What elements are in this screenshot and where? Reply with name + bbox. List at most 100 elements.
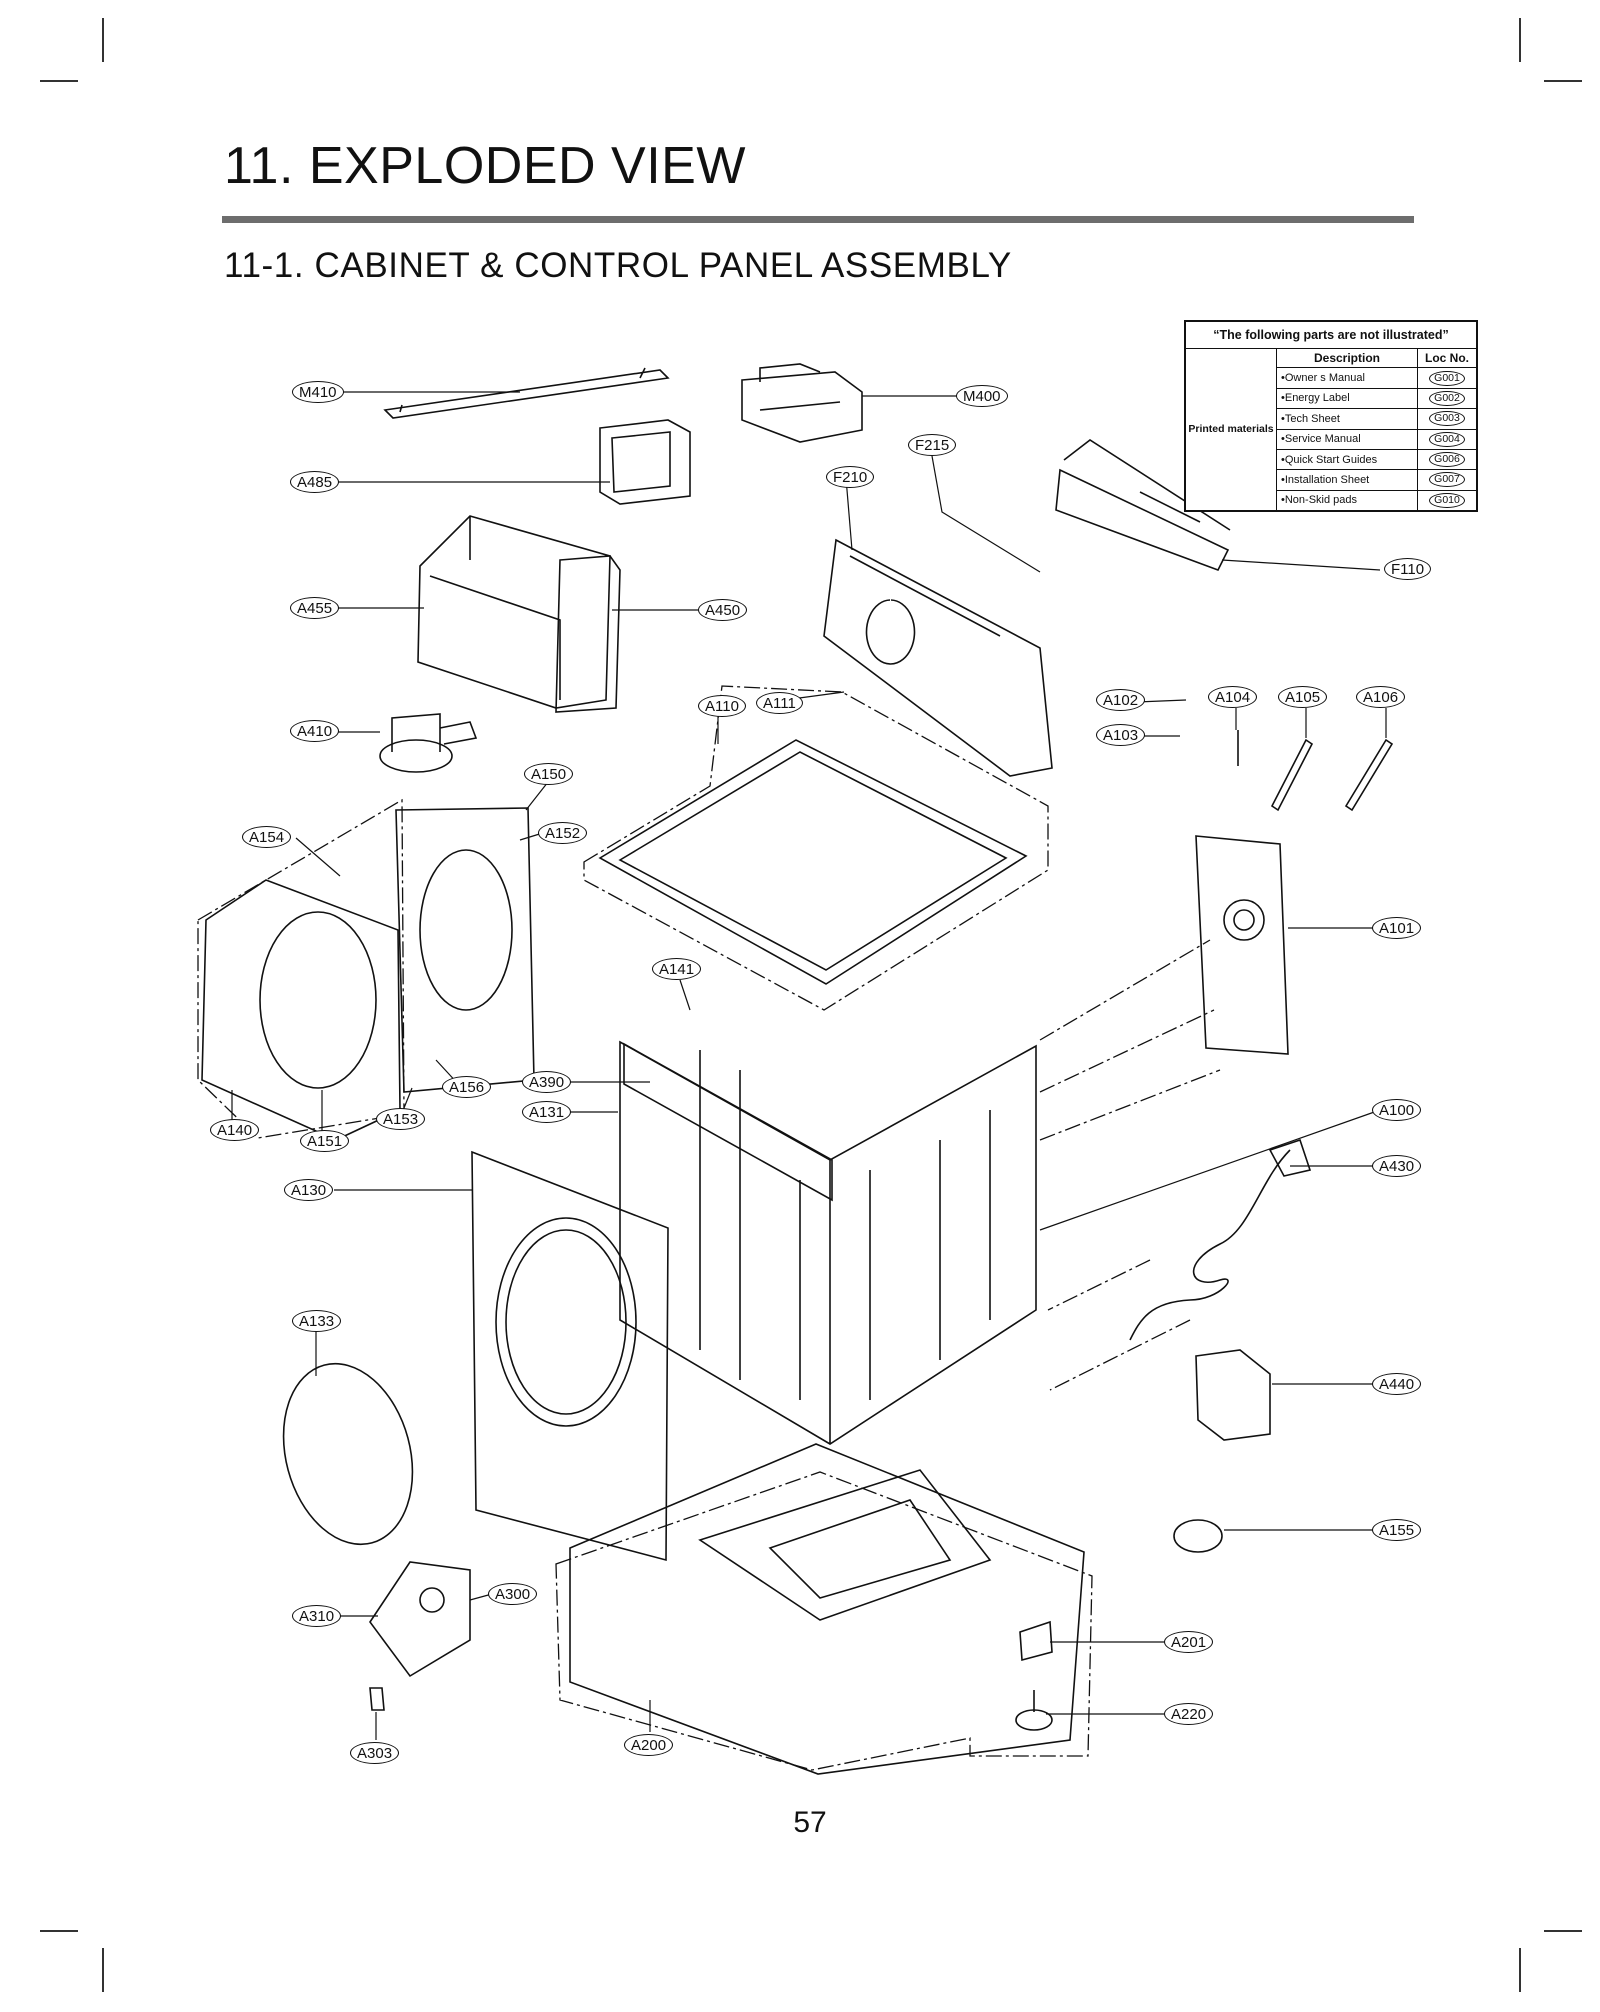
loc-number: G006	[1429, 452, 1465, 468]
crop-mark	[1544, 1930, 1582, 1932]
crop-mark	[1544, 80, 1582, 82]
callout-a100: A100	[1372, 1099, 1422, 1121]
callout-a102: A102	[1096, 689, 1146, 711]
rear-cover-part	[1195, 835, 1289, 1055]
callout-a106: A106	[1356, 686, 1406, 708]
loc-number: G002	[1429, 390, 1465, 406]
mount-bracket-part	[1019, 1620, 1053, 1662]
callout-m410: M410	[292, 381, 344, 403]
callout-a201: A201	[1164, 1631, 1214, 1653]
callout-a131: A131	[522, 1101, 572, 1123]
category-label: Printed materials	[1186, 348, 1277, 510]
part-description: •Tech Sheet	[1277, 409, 1418, 429]
loc-number: G001	[1429, 370, 1465, 386]
part-description: •Owner s Manual	[1277, 368, 1418, 388]
crop-mark	[1519, 18, 1521, 62]
crop-mark	[102, 18, 104, 62]
table-row: •Energy Label G002	[1277, 388, 1476, 410]
crop-mark	[40, 1930, 78, 1932]
callout-a101: A101	[1372, 917, 1422, 939]
callout-f215: F215	[908, 434, 957, 456]
part-description: •Service Manual	[1277, 429, 1418, 449]
callout-a310: A310	[292, 1605, 342, 1627]
callout-a105: A105	[1278, 686, 1328, 708]
callout-a110: A110	[698, 695, 746, 717]
table-row: •Installation Sheet G007	[1277, 470, 1476, 491]
filter-part	[1195, 1349, 1271, 1441]
main-pcb-housing	[417, 515, 611, 709]
leveling-screw-part	[369, 1687, 385, 1711]
front-panel-part	[471, 1150, 669, 1562]
callout-a154: A154	[242, 826, 292, 848]
not-illustrated-parts-table: “The following parts are not illustrated…	[1184, 320, 1478, 512]
table-row: •Non-Skid pads G010	[1277, 490, 1476, 510]
loc-number: G003	[1429, 411, 1465, 427]
callout-a450: A450	[698, 599, 748, 621]
callout-a156: A156	[442, 1076, 492, 1098]
control-panel-part	[823, 538, 1053, 777]
page-number: 57	[793, 1806, 827, 1839]
table-row: •Owner s Manual G001	[1277, 368, 1476, 389]
callout-a150: A150	[524, 763, 574, 785]
callout-a200: A200	[624, 1734, 674, 1756]
pump-motor-part	[379, 739, 453, 773]
callout-a141: A141	[652, 958, 702, 980]
table-row: •Tech Sheet G003	[1277, 409, 1476, 430]
callout-a220: A220	[1164, 1703, 1214, 1725]
part-description: •Energy Label	[1277, 388, 1418, 409]
section-subtitle: 11-1. CABINET & CONTROL PANEL ASSEMBLY	[224, 246, 1012, 285]
base-frame-part	[569, 1443, 1085, 1775]
callout-a430: A430	[1372, 1155, 1422, 1177]
crop-mark	[1519, 1948, 1521, 1992]
table-heading: “The following parts are not illustrated…	[1186, 322, 1476, 349]
cabinet-body	[619, 1040, 1037, 1445]
crop-mark	[40, 80, 78, 82]
table-row: •Quick Start Guides G006	[1277, 449, 1476, 471]
damper-a105	[1270, 738, 1314, 812]
callout-a300: A300	[488, 1583, 538, 1605]
callout-a455: A455	[290, 597, 340, 619]
top-plate-frame	[598, 739, 1028, 985]
callout-a155: A155	[1372, 1519, 1422, 1541]
table-row: •Service Manual G004	[1277, 429, 1476, 450]
loc-number: G004	[1429, 431, 1465, 447]
col-loc: Loc No.	[1425, 350, 1469, 365]
page-title: 11. EXPLODED VIEW	[224, 137, 746, 195]
part-description: •Quick Start Guides	[1277, 449, 1418, 470]
front-brace-part	[623, 1042, 833, 1202]
top-bracket-part	[383, 367, 670, 419]
drain-cap-part	[1173, 1519, 1223, 1553]
crop-mark	[102, 1948, 104, 1992]
table-header-row: Description Loc No.	[1277, 348, 1476, 369]
water-valve-part	[741, 363, 863, 443]
callout-f110: F110	[1384, 558, 1432, 580]
part-description: •Installation Sheet	[1277, 470, 1418, 490]
callout-a410: A410	[290, 720, 340, 742]
loc-number: G007	[1429, 472, 1465, 488]
callout-a103: A103	[1096, 724, 1146, 746]
damper-a106	[1344, 738, 1394, 812]
pcb-cover-part	[555, 555, 621, 713]
callout-a133: A133	[292, 1310, 342, 1332]
part-description: •Non-Skid pads	[1277, 490, 1418, 510]
callout-a130: A130	[284, 1179, 334, 1201]
title-divider	[222, 216, 1414, 223]
power-cord-part	[1129, 1149, 1291, 1341]
loc-number: G010	[1429, 492, 1465, 508]
callout-a111: A111	[756, 692, 803, 714]
callout-a153: A153	[376, 1108, 426, 1130]
callout-a440: A440	[1372, 1373, 1422, 1395]
callout-a151: A151	[300, 1130, 350, 1152]
callout-a140: A140	[210, 1119, 260, 1141]
callout-m400: M400	[956, 385, 1008, 407]
col-description: Description	[1277, 348, 1418, 368]
dispenser-drawer-part	[369, 1561, 471, 1678]
control-pcb-part	[1055, 439, 1231, 571]
callout-f210: F210	[826, 466, 875, 488]
callout-a303: A303	[350, 1742, 400, 1764]
gasket-ring-part	[282, 1362, 414, 1546]
callout-a152: A152	[538, 822, 588, 844]
display-cover-part	[599, 419, 691, 505]
